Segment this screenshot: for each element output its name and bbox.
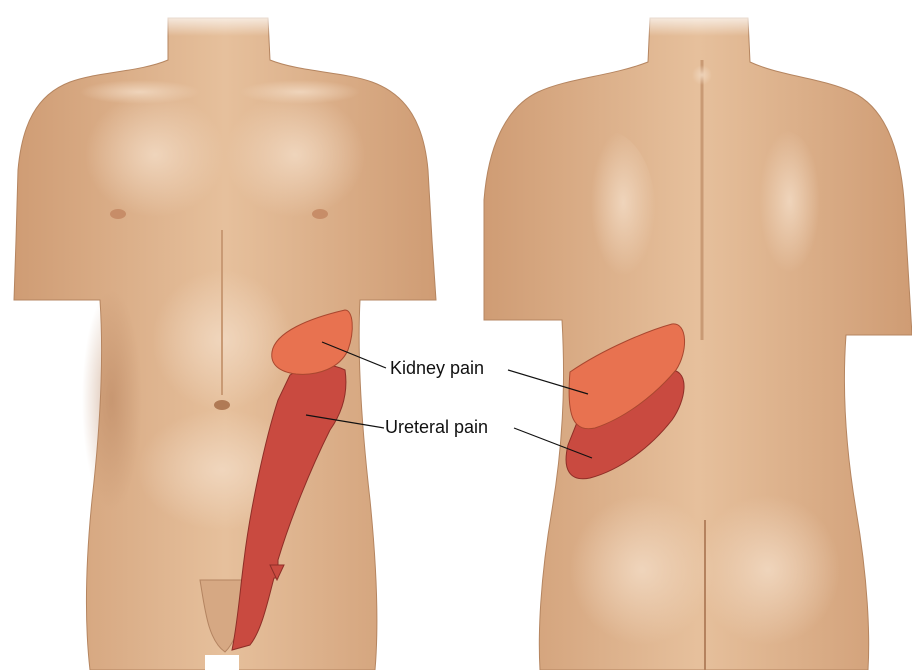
front-right-clavicle <box>240 80 360 104</box>
front-left-pectoral <box>85 93 225 217</box>
back-left-buttock <box>570 495 714 645</box>
front-neck-fade <box>150 10 286 36</box>
back-vertebra-c7 <box>692 65 712 85</box>
front-navel <box>214 400 230 410</box>
front-right-nipple <box>312 209 328 219</box>
back-neck-fade <box>632 10 768 36</box>
front-right-pectoral <box>225 93 365 217</box>
ureteral-pain-label: Ureteral pain <box>385 417 488 437</box>
kidney-pain-label: Kidney pain <box>390 358 484 378</box>
front-left-clavicle <box>80 80 200 104</box>
back-right-scapula <box>759 130 820 273</box>
back-right-buttock <box>696 495 840 645</box>
front-crotch-gap <box>205 655 239 670</box>
front-left-nipple <box>110 209 126 219</box>
back-body-figure <box>484 10 912 670</box>
front-left-flank-shade <box>82 290 142 510</box>
front-body-figure <box>14 10 436 670</box>
